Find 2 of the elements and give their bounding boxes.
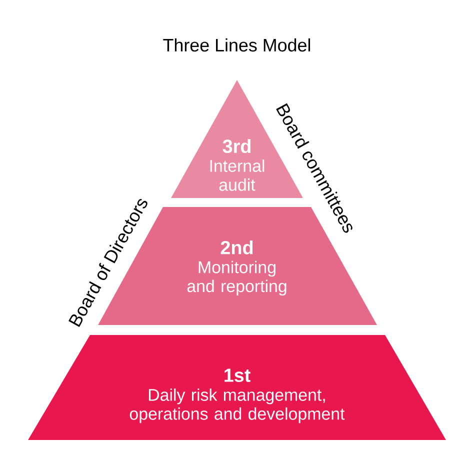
pyramid-tier: 1st Daily risk management, operations and development <box>28 334 446 440</box>
title: Three Lines Model <box>163 38 310 52</box>
